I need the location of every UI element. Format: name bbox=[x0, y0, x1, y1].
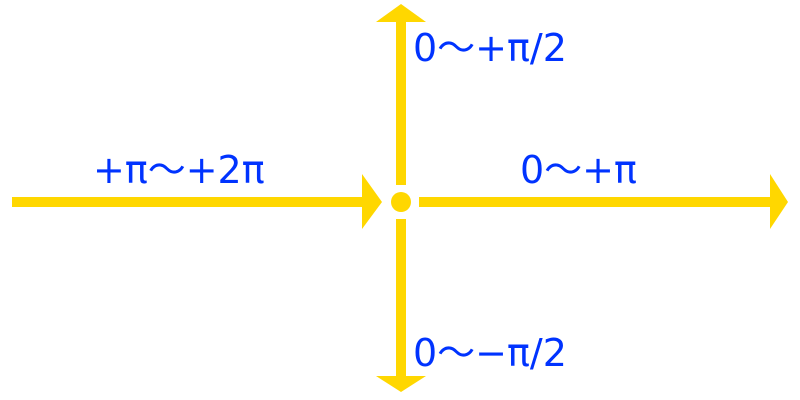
label-left: +π〜+2π bbox=[93, 148, 265, 192]
label-down: 0〜−π/2 bbox=[413, 331, 567, 375]
right-arrow-head bbox=[770, 174, 788, 229]
label-right: 0〜+π bbox=[520, 148, 637, 192]
left-arrow-shaft bbox=[12, 197, 364, 207]
down-arrow-shaft bbox=[396, 219, 406, 377]
origin-dot bbox=[391, 192, 411, 212]
up-arrow-shaft bbox=[396, 20, 406, 185]
label-up: 0〜+π/2 bbox=[413, 26, 567, 70]
left-arrow-head bbox=[362, 174, 382, 229]
up-arrow-head bbox=[376, 4, 426, 22]
right-arrow-shaft bbox=[419, 197, 772, 207]
down-arrow-head bbox=[376, 376, 426, 392]
